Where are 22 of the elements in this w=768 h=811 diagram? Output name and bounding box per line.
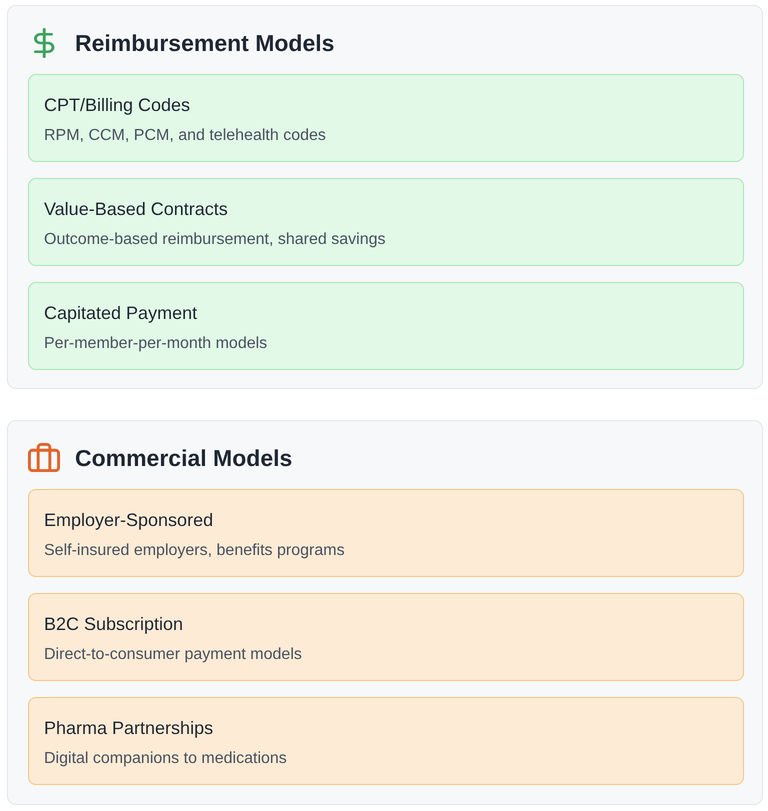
card-description: Self-insured employers, benefits programs (44, 541, 345, 561)
card-title: B2C Subscription (44, 613, 184, 636)
card-description: Per-member-per-month models (44, 334, 268, 354)
card-description: Direct-to-consumer payment models (44, 645, 302, 665)
model-card (28, 282, 744, 370)
card-title: Employer-Sponsored (44, 509, 214, 532)
card-description: Digital companions to medications (44, 749, 287, 769)
section-heading: Commercial Models (75, 444, 292, 472)
section-panel (7, 420, 763, 805)
model-card (28, 74, 744, 162)
model-card (28, 178, 744, 266)
model-card (28, 593, 744, 681)
card-title: Value-Based Contracts (44, 198, 228, 221)
card-description: Outcome-based reimbursement, shared savings (44, 230, 386, 250)
section-panel (7, 5, 763, 389)
section-heading: Reimbursement Models (75, 29, 334, 57)
card-title: CPT/Billing Codes (44, 94, 190, 117)
card-description: RPM, CCM, PCM, and telehealth codes (44, 126, 326, 146)
card-title: Pharma Partnerships (44, 717, 214, 740)
model-card (28, 697, 744, 785)
card-title: Capitated Payment (44, 302, 198, 325)
model-card (28, 489, 744, 577)
